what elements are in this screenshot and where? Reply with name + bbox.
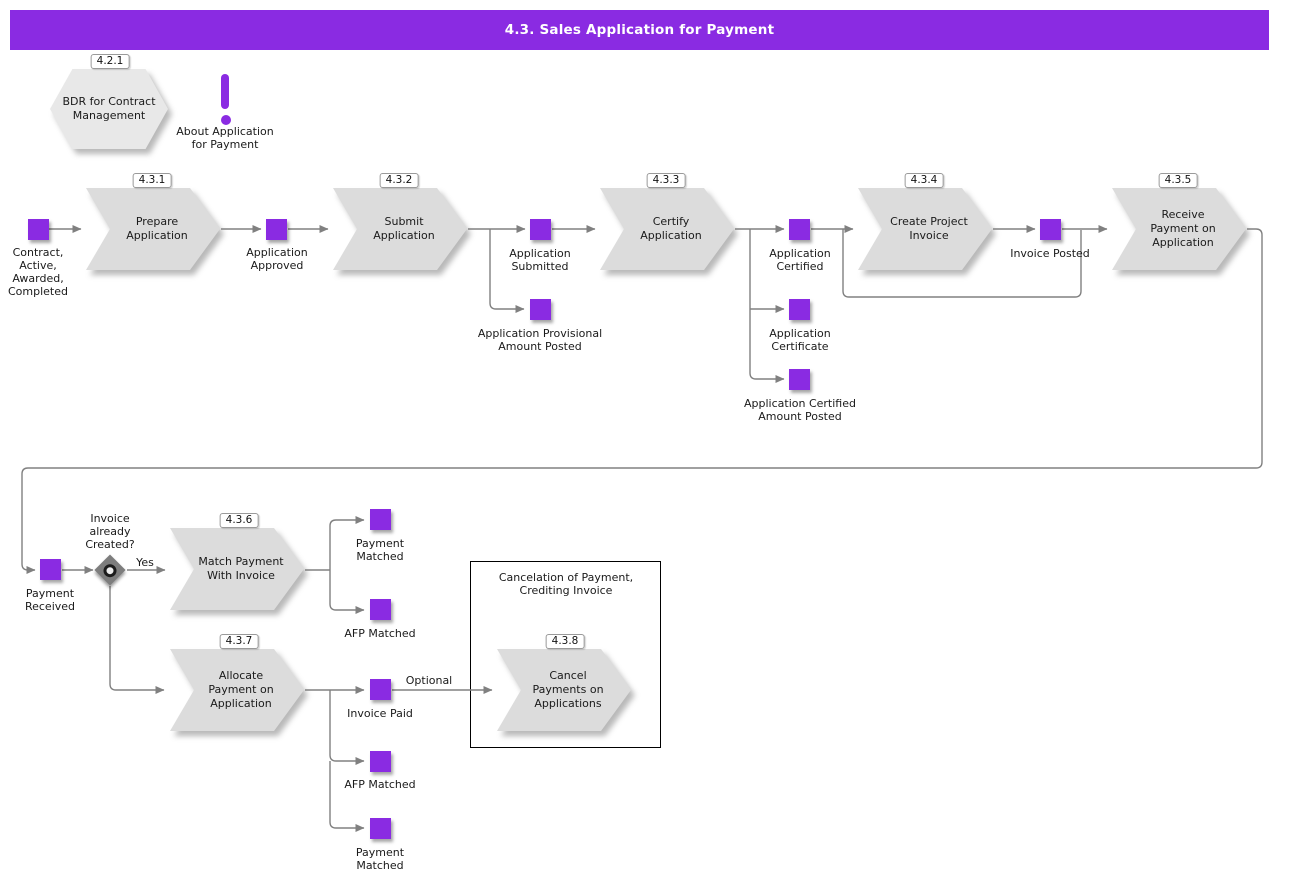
event-application-approved [266,219,287,240]
event-label: Application Certified Amount Posted [744,397,856,423]
optional-edge-label: Optional [405,674,453,687]
about-note-label: About Application for Payment [176,125,274,151]
event-application-certified [789,219,810,240]
process-tag-436: 4.3.6 [219,513,259,528]
upstream-process-label: BDR for Contract Management [62,95,156,122]
process-label: Allocate Payment on Application [208,669,274,710]
event-payment-matched-2 [370,818,391,839]
process-allocate-payment-on-application[interactable]: Allocate Payment on Application [170,649,304,731]
process-label: Certify Application [640,215,702,242]
process-label: Cancel Payments on Applications [532,669,604,710]
event-afp-matched-2 [370,751,391,772]
event-application-provisional-amount-posted [530,299,551,320]
exclamation-bar [221,74,229,109]
process-label: Prepare Application [126,215,188,242]
event-invoice-posted [1040,219,1061,240]
event-afp-matched [370,599,391,620]
process-label: Create Project Invoice [890,215,968,242]
event-application-certified-amount-posted [789,369,810,390]
event-label: Payment Matched [355,537,405,563]
cancelation-group-title: Cancelation of Payment, Crediting Invoic… [498,571,634,597]
event-label: Application Certificate [769,327,831,353]
gateway-question-label: Invoice already Created? [85,512,135,551]
event-label: Application Provisional Amount Posted [477,327,603,353]
event-label: Invoice Paid [347,707,413,720]
process-receive-payment-on-application[interactable]: Receive Payment on Application [1112,188,1246,270]
process-submit-application[interactable]: Submit Application [333,188,467,270]
event-payment-matched [370,509,391,530]
event-label: Application Submitted [509,247,571,273]
gateway-yes-label: Yes [136,556,154,569]
process-tag-434: 4.3.4 [904,173,944,188]
event-contract-active-awarded-completed [28,219,49,240]
process-tag-432: 4.3.2 [379,173,419,188]
process-label: Match Payment With Invoice [198,555,284,582]
process-label: Receive Payment on Application [1150,208,1216,249]
page-title: 4.3. Sales Application for Payment [10,10,1269,50]
event-application-certificate [789,299,810,320]
gateway-invoice-already-created [94,554,126,586]
process-certify-application[interactable]: Certify Application [600,188,734,270]
process-match-payment-with-invoice[interactable]: Match Payment With Invoice [170,528,304,610]
event-label: Payment Matched [355,846,405,872]
process-prepare-application[interactable]: Prepare Application [86,188,220,270]
event-label: Application Approved [246,246,308,272]
exclamation-dot [221,115,231,125]
process-tag-433: 4.3.3 [646,173,686,188]
process-cancel-payments-on-applications[interactable]: Cancel Payments on Applications [497,649,631,731]
process-label: Submit Application [373,215,435,242]
gateway-circle-icon [100,560,120,580]
event-label: Application Certified [769,247,831,273]
event-label: AFP Matched [344,627,416,640]
process-tag-435: 4.3.5 [1158,173,1198,188]
upstream-process-tag: 4.2.1 [90,54,130,69]
event-label: Invoice Posted [1010,247,1090,260]
event-label: Payment Received [24,587,76,613]
event-payment-received [40,559,61,580]
event-application-submitted [530,219,551,240]
event-label: AFP Matched [344,778,416,791]
process-tag-437: 4.3.7 [219,634,259,649]
process-create-project-invoice[interactable]: Create Project Invoice [858,188,992,270]
event-invoice-paid [370,679,391,700]
process-tag-431: 4.3.1 [132,173,172,188]
event-label: Contract, Active, Awarded, Completed [8,246,68,298]
process-tag-438: 4.3.8 [545,634,585,649]
upstream-process-bdr-contract-management[interactable]: BDR for Contract Management [50,69,168,149]
